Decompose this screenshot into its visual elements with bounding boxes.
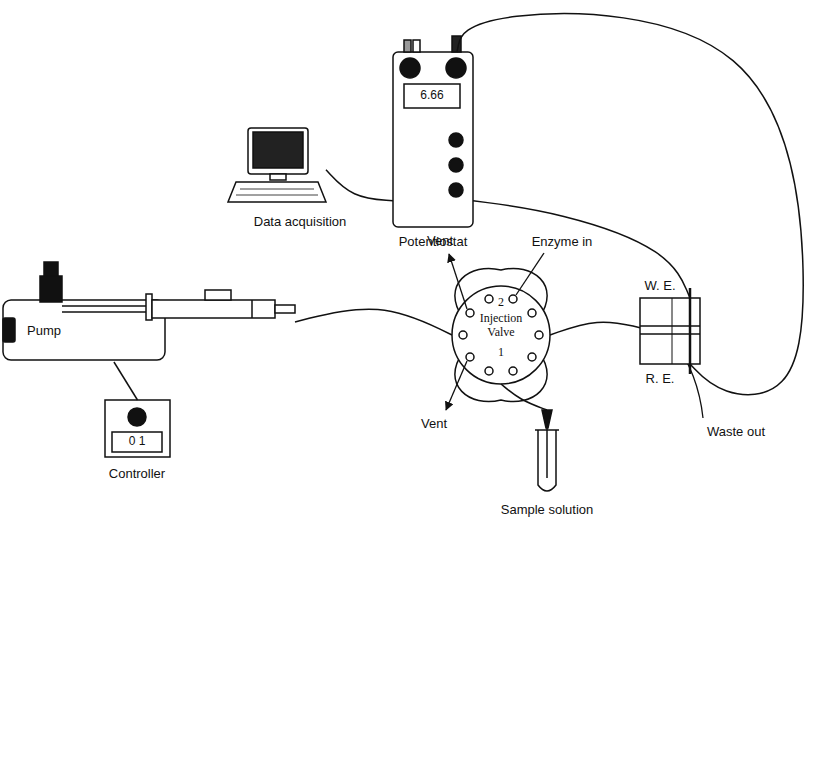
tubing-wire [457, 14, 803, 395]
potentiostat-body [452, 36, 461, 52]
device-node: W. E.R. E. [640, 298, 700, 364]
computer-icon [270, 174, 286, 180]
injection-valve [535, 331, 543, 339]
test-tube [535, 410, 559, 491]
port-label: Vent [427, 234, 453, 249]
syringe-pump [152, 300, 275, 318]
computer-icon [228, 128, 326, 202]
injection-valve [485, 367, 493, 375]
tubing-wire [501, 384, 547, 410]
device-node: Pump [3, 282, 295, 362]
flow-cell [689, 288, 692, 374]
test-tube [542, 410, 552, 428]
syringe-pump [146, 294, 152, 320]
device-label: W. E. [644, 279, 675, 294]
potentiostat-body [404, 40, 411, 52]
computer-icon [248, 128, 308, 174]
device-label: 1 [498, 346, 504, 360]
computer-icon [253, 132, 303, 168]
device-node: 2Injection Valve 1 [452, 286, 550, 384]
syringe-pump [62, 311, 150, 313]
leader-line [449, 254, 467, 309]
device-node: Data acquisition [228, 128, 326, 204]
device-label: Controller [109, 467, 165, 482]
syringe-pump [3, 318, 15, 342]
device-label: 0 1 [129, 435, 146, 449]
computer-icon [228, 182, 326, 202]
syringe-pump [44, 262, 58, 276]
tubing-wire [295, 309, 452, 335]
controller-box [105, 400, 170, 457]
potentiostat-body [446, 58, 466, 78]
injection-valve [452, 268, 550, 401]
syringe-pump [40, 276, 62, 302]
potentiostat-body [449, 158, 463, 172]
test-tube [546, 428, 548, 478]
controller-box [105, 400, 170, 457]
device-label: 2 [498, 296, 504, 310]
injection-valve [528, 353, 536, 361]
tubing-wire [550, 322, 640, 335]
device-label: 6.66 [420, 89, 443, 103]
injection-valve [509, 367, 517, 375]
device-node: 0 1Controller [105, 400, 170, 457]
potentiostat-body [413, 40, 420, 52]
potentiostat-body [400, 58, 420, 78]
controller-box [128, 408, 146, 426]
injection-valve [466, 353, 474, 361]
syringe-pump [275, 305, 295, 313]
potentiostat-body [449, 183, 463, 197]
device-label: R. E. [646, 372, 675, 387]
computer-icon [236, 195, 318, 196]
flow-cell [640, 288, 700, 374]
computer-icon [240, 189, 314, 190]
device-label: Sample solution [501, 503, 594, 518]
injection-valve [485, 295, 493, 303]
potentiostat-body [449, 133, 463, 147]
potentiostat-body [404, 84, 460, 108]
injection-valve [528, 309, 536, 317]
device-node: 6.66Potentiostat [393, 52, 473, 227]
port-label: Vent [421, 417, 447, 432]
leader-line [446, 361, 467, 410]
tubing-wire [473, 201, 690, 298]
leader-line [446, 253, 703, 418]
injection-valve [459, 331, 467, 339]
device-label: Data acquisition [254, 215, 347, 230]
syringe-pump [62, 305, 150, 307]
syringe-pump [3, 262, 295, 360]
injection-valve [452, 286, 550, 384]
device-label: Injection Valve [472, 312, 530, 340]
leader-line [516, 253, 544, 295]
controller-box [112, 432, 162, 452]
port-label: Enzyme in [532, 235, 593, 250]
device-node: Sample solution [536, 410, 558, 496]
potentiostat-body [393, 36, 473, 227]
tubing-wire [114, 362, 138, 400]
injection-valve [509, 295, 517, 303]
flow-cell [672, 298, 673, 364]
syringe-pump [251, 300, 253, 318]
device-label: Pump [27, 324, 61, 339]
port-label: Waste out [707, 425, 765, 440]
injection-valve [466, 309, 474, 317]
tubing-wire [326, 170, 393, 201]
syringe-pump [205, 290, 231, 300]
potentiostat-body [393, 52, 473, 227]
syringe-pump [3, 300, 165, 360]
